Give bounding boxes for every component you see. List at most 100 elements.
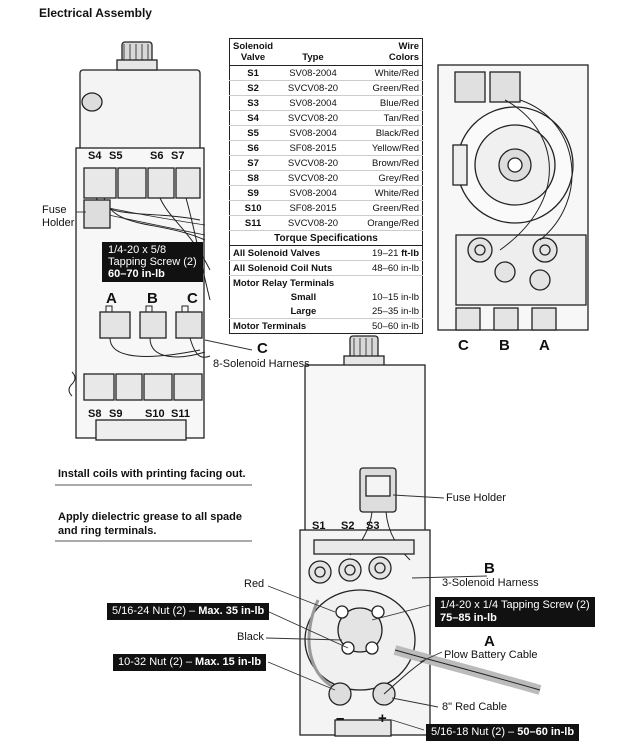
header-solenoid: Solenoid — [233, 41, 274, 52]
valve-cell: S9 — [229, 185, 277, 201]
plow-battery-cable-label: Plow Battery Cable — [444, 649, 538, 661]
wire-colors-cell: Brown/Red — [349, 155, 423, 171]
screw-type: Tapping Screw (2) — [108, 256, 197, 268]
torque-label: Motor Terminals — [233, 320, 307, 332]
label-s10: S10 — [145, 408, 165, 420]
torque-header-row: Torque Specifications — [229, 230, 423, 246]
nut-10-32-callout: 10-32 Nut (2) – Max. 15 in-lb — [113, 654, 267, 671]
header-colors: Colors — [388, 52, 419, 63]
tapping-screw-bottom-callout: 1/4-20 x 1/4 Tapping Screw (2)75–85 in-l… — [435, 597, 595, 627]
page-title: Electrical Assembly — [39, 6, 152, 20]
plus-terminal-label: + — [378, 710, 387, 727]
label-s1: S1 — [312, 520, 326, 532]
torque-value: 19–21 ft-lb — [349, 245, 423, 261]
header-type: Type — [302, 52, 324, 63]
harness-8-label: 8-Solenoid Harness — [213, 358, 310, 370]
connector-c-label: C — [187, 290, 198, 307]
wire-colors-cell: Grey/Red — [349, 170, 423, 186]
col-type: Type — [276, 38, 350, 66]
harness-c-letter: C — [257, 340, 268, 357]
harness-3-label: 3-Solenoid Harness — [442, 577, 539, 589]
valve-cell: S2 — [229, 80, 277, 96]
type-cell: SV08-2004 — [276, 185, 350, 201]
torque-label: Small — [290, 291, 317, 303]
right-pump-view — [437, 64, 589, 331]
valve-cell: S5 — [229, 125, 277, 141]
label-s2: S2 — [341, 520, 355, 532]
label-s5: S5 — [109, 150, 123, 162]
wire-colors-cell: White/Red — [349, 185, 423, 201]
type-cell: SVCV08-20 — [276, 215, 350, 231]
torque-label: All Solenoid Coil Nuts — [229, 260, 350, 276]
black-wire-label: Black — [237, 631, 264, 643]
valve-cell: S6 — [229, 140, 277, 156]
torque-label: All Solenoid Valves — [229, 245, 350, 261]
red-wire-label: Red — [244, 578, 265, 590]
label-s9: S9 — [109, 408, 123, 420]
type-cell: SVCV08-20 — [276, 110, 350, 126]
valve-cell: S7 — [229, 155, 277, 171]
tapping-screw-callout: 1/4-20 x 5/8 Tapping Screw (2) 60–70 in-… — [102, 242, 203, 282]
nut-5-16-24-callout: 5/16-24 Nut (2) – Max. 35 in-lb — [107, 603, 270, 620]
wire-colors-cell: Yellow/Red — [349, 140, 423, 156]
wire-colors-cell: Orange/Red — [349, 215, 423, 231]
nut3-torque: 50–60 in-lb — [517, 726, 575, 738]
torque-row: All Solenoid Coil Nuts 48–60 in-lb — [229, 260, 423, 276]
connector-b-label: B — [147, 290, 158, 307]
note-grease-line2: and ring terminals. — [58, 525, 157, 537]
right-connector-b-label: B — [499, 337, 510, 354]
note-coils: Install coils with printing facing out. — [58, 468, 246, 480]
valve-cell: S10 — [229, 200, 277, 216]
torque-value: 10–15 in-lb — [371, 291, 419, 303]
valves-torque-unit: ft-lb — [401, 247, 419, 259]
torque-row: Small 10–15 in-lb — [230, 290, 423, 304]
fuse-label-line1: Fuse — [42, 204, 67, 216]
screw-size: 1/4-20 x 5/8 — [108, 244, 167, 256]
torque-row: Motor Terminals 50–60 in-lb — [230, 319, 423, 334]
label-s8: S8 — [88, 408, 102, 420]
label-s4: S4 — [88, 150, 102, 162]
torque-row: Motor Relay Terminals — [230, 276, 423, 291]
type-cell: SVCV08-20 — [276, 155, 350, 171]
torque-value: 25–35 in-lb — [349, 304, 423, 319]
valve-cell: S4 — [229, 110, 277, 126]
type-cell: SF08-2015 — [276, 200, 350, 216]
valve-cell: S1 — [229, 65, 277, 81]
nut1-torque: Max. 35 in-lb — [198, 605, 265, 617]
torque-label: Large — [229, 304, 350, 319]
valve-cell: S8 — [229, 170, 277, 186]
right-connector-c-label: C — [458, 337, 469, 354]
torque-row: Large 25–35 in-lb — [229, 304, 423, 319]
wire-colors-cell: Black/Red — [349, 125, 423, 141]
screw-torque: 60–70 in-lb — [108, 268, 165, 280]
screw-bottom-text: 1/4-20 x 1/4 Tapping Screw (2) — [440, 599, 590, 611]
note-grease-line1: Apply dielectric grease to all spade — [58, 511, 243, 523]
nut-5-16-18-callout: 5/16-18 Nut (2) – 50–60 in-lb — [426, 724, 580, 741]
type-cell: SVCV08-20 — [276, 80, 350, 96]
connector-a-label: A — [106, 290, 117, 307]
valve-cell: S3 — [229, 95, 277, 111]
wire-colors-cell: White/Red — [349, 65, 423, 81]
wire-colors-cell: Green/Red — [349, 200, 423, 216]
leader-lines — [76, 211, 488, 731]
plow-cable-a-letter: A — [484, 633, 495, 650]
label-s6: S6 — [150, 150, 164, 162]
nut3-text: 5/16-18 Nut (2) – — [431, 726, 518, 738]
red-cable-label: 8" Red Cable — [442, 701, 508, 713]
nut2-torque: Max. 15 in-lb — [195, 656, 262, 668]
wire-colors-cell: Tan/Red — [349, 110, 423, 126]
torque-row: All Solenoid Valves 19–21 ft-lb — [229, 245, 423, 261]
torque-title: Torque Specifications — [229, 230, 423, 246]
